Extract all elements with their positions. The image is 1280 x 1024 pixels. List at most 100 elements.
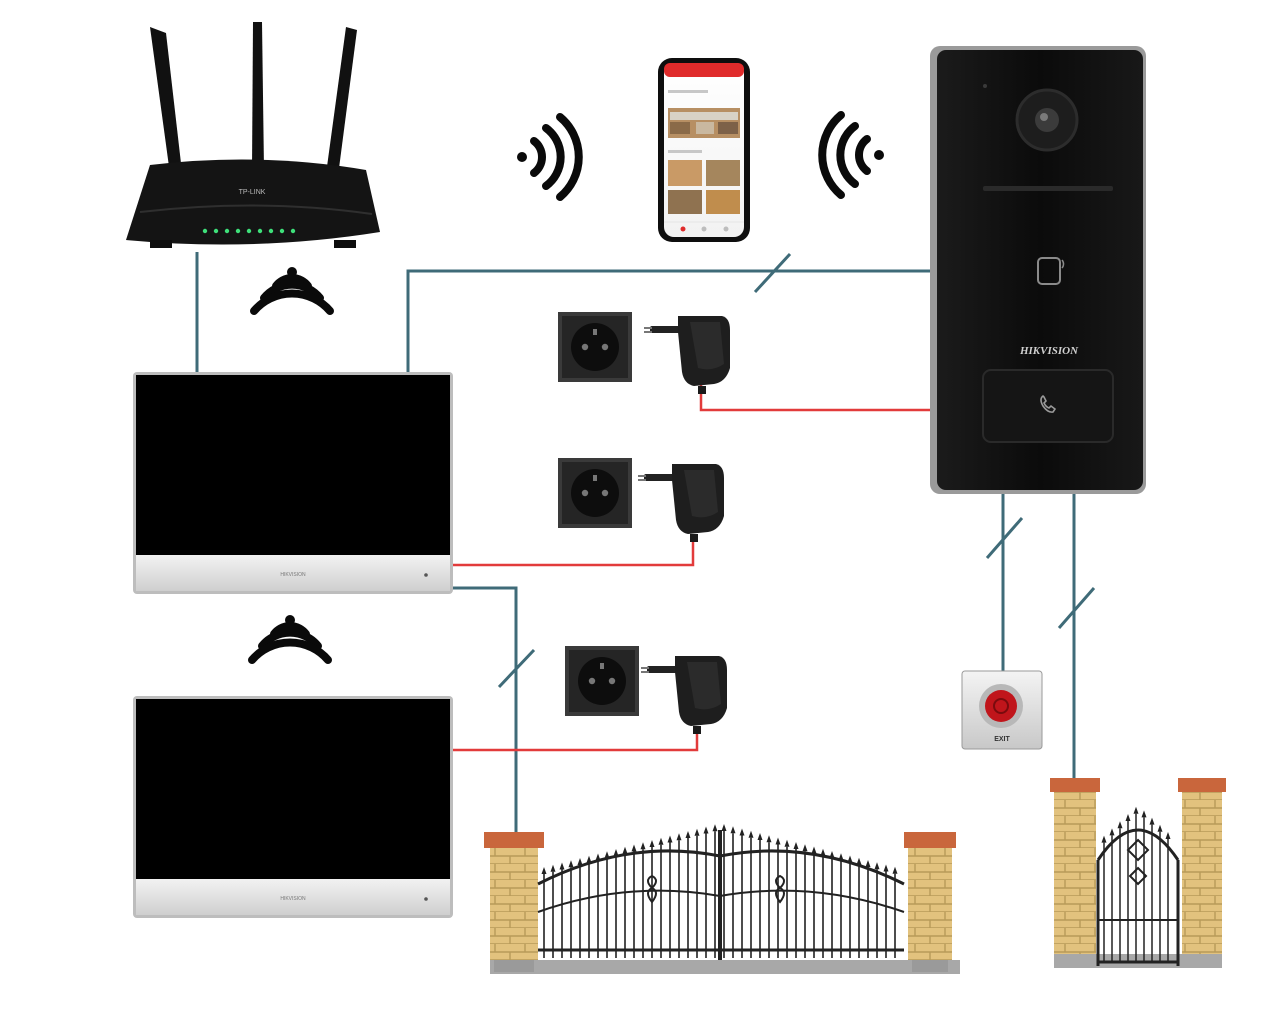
gate-spear-tip (892, 866, 898, 874)
router-led (279, 228, 285, 234)
power-adapter-icon (641, 656, 727, 734)
monitor-status-led (424, 897, 428, 901)
cable-multi-wire-mark (753, 252, 792, 294)
monitor-bottom-bar (136, 879, 450, 915)
gate-spear-tip (703, 826, 709, 834)
gate-spear-tip (820, 848, 826, 856)
gate-spear-tip (766, 835, 772, 843)
router-body (126, 159, 380, 245)
gate-bars (1101, 806, 1171, 962)
gate-spear-tip (658, 837, 664, 845)
exit-button[interactable] (985, 690, 1017, 722)
gate-spear-tip (739, 828, 745, 836)
power-socket-icon (565, 646, 639, 716)
gate-spear-tip (1141, 810, 1147, 818)
door-station: HIKVISION (930, 46, 1146, 494)
power-adapter-icon (644, 316, 730, 394)
router-led (246, 228, 252, 234)
gate-spear-tip (685, 831, 691, 838)
brick-pillar (484, 832, 544, 972)
monitor-screen (136, 375, 450, 555)
gate-spear-tip (1133, 806, 1139, 814)
power-supply-2 (558, 458, 724, 542)
gate-spear-tip (865, 860, 871, 867)
gate-spear-tip (586, 855, 592, 863)
cable-multi-wire-mark (497, 648, 536, 689)
power-cable-monitor-2 (452, 730, 699, 752)
monitor-brand-label: HIKVISION (280, 572, 306, 578)
router-led (202, 228, 208, 234)
router-antenna (252, 22, 264, 170)
network-cable-monitor-gate (452, 586, 518, 838)
gate-spear-tip (1157, 824, 1163, 832)
gate-arch (1096, 828, 1180, 861)
gate-spear-tip (883, 864, 889, 872)
brick-pillar (1050, 778, 1100, 954)
gate-spear-tip (667, 835, 673, 843)
gate-spear-tip (793, 842, 799, 849)
cables (195, 252, 1096, 838)
gate-spear-tip (550, 864, 556, 872)
app-camera-thumbnail (668, 160, 702, 186)
door-station-speaker-slot (983, 186, 1113, 191)
gate-spear-tip (730, 826, 736, 834)
wifi-router: TP-LINK (126, 22, 380, 248)
brick-pillar (904, 832, 956, 972)
gate-spear-tip (1125, 814, 1131, 821)
gate-spear-tip (721, 824, 727, 831)
router-led (268, 228, 274, 234)
gate-spear-tip (649, 840, 655, 847)
indoor-monitor-1: HIKVISION (133, 372, 453, 594)
gate-spear-tip (856, 857, 862, 865)
phone-call-icon (1040, 394, 1057, 413)
router-brand-label: TP-LINK (239, 189, 266, 196)
monitor-bottom-bar (136, 555, 450, 591)
door-station-brand-label: HIKVISION (1019, 345, 1079, 357)
app-camera-thumbnail (706, 160, 740, 186)
call-button[interactable] (982, 369, 1114, 443)
monitor-screen (136, 699, 450, 879)
wifi-icon (517, 113, 583, 201)
gate-spear-tip (1149, 817, 1155, 825)
gate-spear-tip (1101, 835, 1107, 843)
router-led (235, 228, 241, 234)
router-antenna (150, 27, 182, 174)
monitor-brand-label: HIKVISION (280, 896, 306, 902)
power-adapter-icon (638, 464, 724, 542)
gate-bars (541, 824, 898, 958)
app-camera-thumbnail (668, 190, 702, 214)
wifi-icon (250, 267, 334, 315)
gate-spear-tip (577, 858, 583, 865)
power-supply-3 (565, 646, 727, 734)
router-status-leds (202, 228, 296, 234)
brick-pillar (1178, 778, 1226, 954)
gate-spear-tip (622, 846, 628, 854)
gate-spear-tip (1165, 832, 1171, 839)
card-reader-icon (1037, 257, 1061, 285)
app-header-bar (664, 63, 744, 77)
gate-spear-tip (676, 833, 682, 841)
router-led (257, 228, 263, 234)
smartphone-app (658, 58, 750, 242)
gate-ornament (647, 874, 785, 904)
power-socket-icon (558, 458, 632, 528)
cable-multi-wire-mark (985, 517, 1024, 559)
indoor-monitor-2: HIKVISION (133, 696, 453, 918)
gate-spear-tip (874, 862, 880, 870)
gate-spear-tip (757, 833, 763, 840)
router-antenna (326, 27, 357, 176)
cable-multi-wire-mark (1057, 587, 1096, 629)
gate-ornament (1126, 838, 1150, 886)
gate-spear-tip (802, 844, 808, 852)
wifi-icon (248, 615, 332, 664)
gate-spear-tip (1109, 828, 1115, 836)
router-led (290, 228, 296, 234)
exit-button-unit: EXIT (961, 670, 1043, 750)
gate-spear-tip (1117, 821, 1123, 829)
power-cable-doorstation (699, 385, 932, 412)
app-camera-thumbnail (706, 190, 740, 214)
gate-spear-tip (694, 828, 700, 836)
wifi-icon (818, 111, 884, 199)
double-swing-gate (484, 824, 960, 974)
